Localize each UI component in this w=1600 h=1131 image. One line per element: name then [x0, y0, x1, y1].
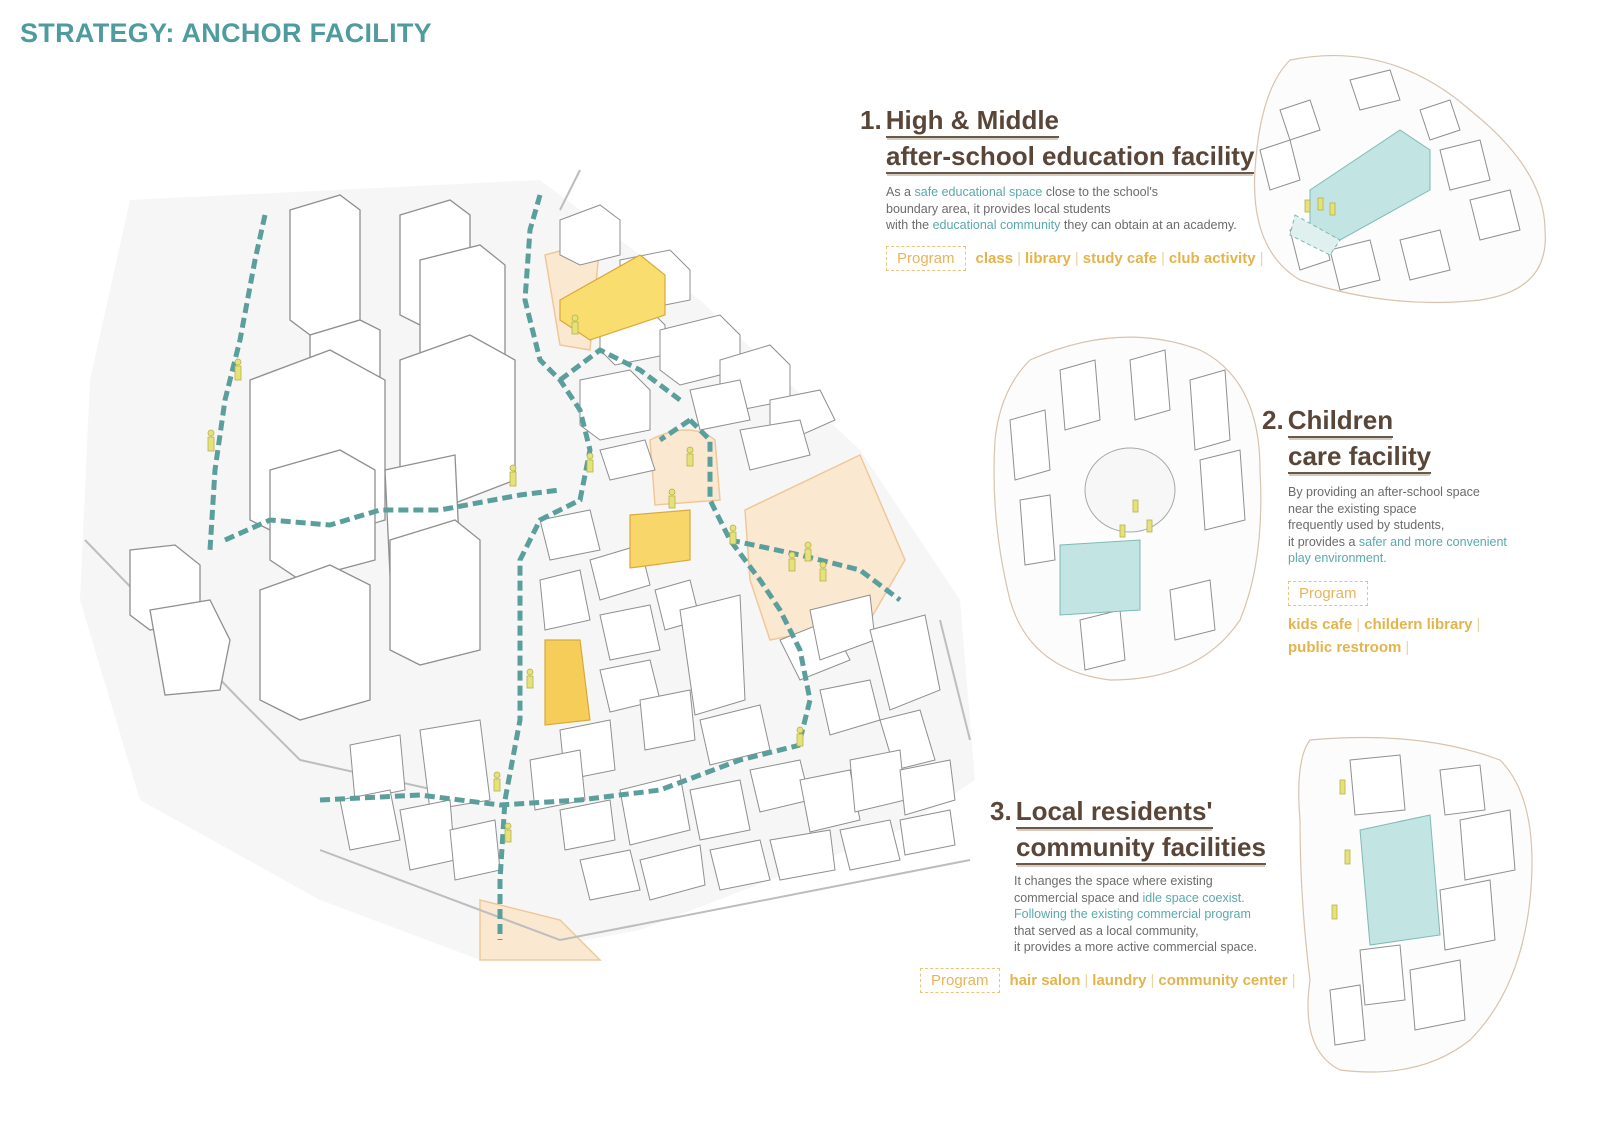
- page-title: STRATEGY: ANCHOR FACILITY: [20, 18, 432, 48]
- facility-2-title-line2: care facility: [1288, 441, 1432, 474]
- program-tag: Program: [886, 245, 966, 271]
- program-items-row2: public restroom|: [1288, 638, 1410, 656]
- facility-2: 2.Children care facility By providing an…: [1262, 402, 1542, 656]
- facility-1-title-line1: High & Middle: [885, 105, 1060, 138]
- apartment-blocks: [129, 194, 516, 721]
- facility-1-program: Program class|library|study cafe|club ac…: [886, 245, 1263, 271]
- small-houses: [339, 204, 956, 901]
- detail-bubble-3: [1298, 736, 1533, 1073]
- facility-2-program: kids cafe|childern library|: [1288, 616, 1542, 633]
- pedestrian-paths: [207, 194, 902, 940]
- facility-3: 3.Local residents' community facilities …: [990, 793, 1310, 956]
- facility-1-title-line2: after-school education facility: [886, 141, 1255, 174]
- facility-3-description: It changes the space where existing comm…: [1014, 874, 1258, 954]
- program-items: hair salon|laundry|community center|: [1009, 972, 1296, 989]
- program-tag: Program: [1288, 580, 1368, 606]
- facility-2-title-line1: Children: [1287, 405, 1394, 438]
- facility-2-number: 2.: [1262, 405, 1284, 435]
- facility-1-number: 1.: [860, 105, 882, 135]
- facility-3-title-line2: community facilities: [1016, 832, 1266, 865]
- program-tag: Program: [920, 968, 1000, 993]
- facility-3-program: Program hair salon|laundry|community cen…: [920, 968, 1300, 993]
- program-items: kids cafe|childern library|: [1288, 615, 1481, 633]
- people-figures: [207, 314, 827, 843]
- detail-bubble-2: [993, 336, 1262, 681]
- facility-3-title-line1: Local residents': [1015, 796, 1213, 829]
- program-items: class|library|study cafe|club activity|: [975, 249, 1264, 267]
- anchor-facilities-yellow: [544, 254, 691, 726]
- detail-bubble-1: [1253, 55, 1546, 304]
- facility-2-description: By providing an after-school space near …: [1288, 485, 1507, 565]
- facility-1-description: As a safe educational space close to the…: [886, 185, 1237, 232]
- facility-3-number: 3.: [990, 796, 1012, 826]
- facility-1: 1.High & Middle after-school education f…: [860, 102, 1263, 271]
